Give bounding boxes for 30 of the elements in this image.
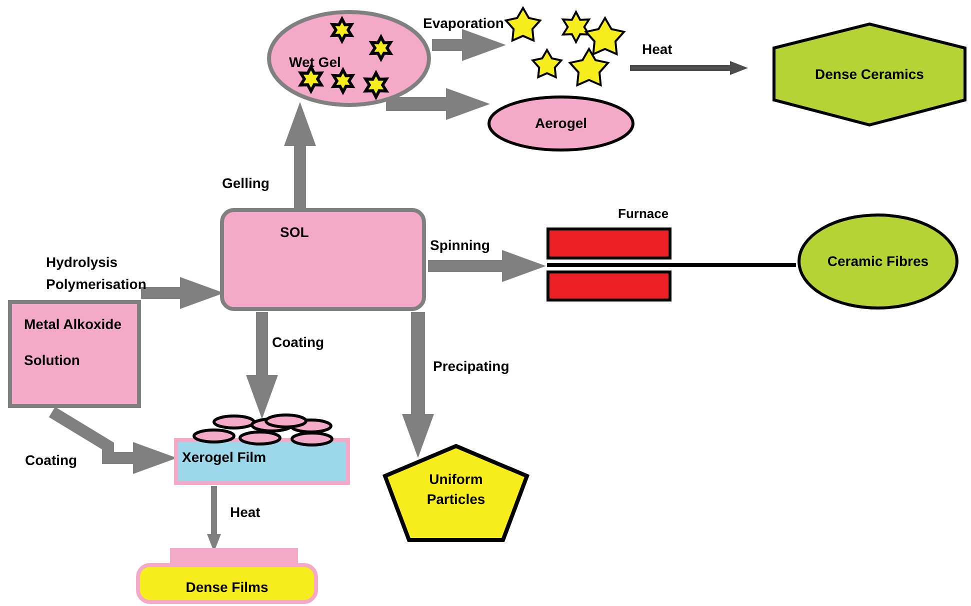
node-label: Uniform Particles [426, 470, 486, 509]
arrow [246, 312, 278, 419]
node-label: Aerogel [534, 114, 588, 133]
arrow [284, 102, 316, 208]
edge-label: Hydrolysis Polymerisation [46, 253, 148, 294]
edge-label: Precipating [433, 357, 510, 376]
node-label: Ceramic Fibres [827, 252, 929, 271]
node-text: Solution [24, 352, 80, 370]
node-label: Furnace [618, 206, 669, 222]
edge-label: Gelling [222, 174, 270, 193]
edge-label: Coating [272, 333, 324, 352]
arrow [630, 61, 748, 75]
process-box [220, 208, 426, 311]
edge-label: Spinning [430, 236, 490, 255]
arrow [386, 88, 490, 120]
arrow [402, 312, 434, 458]
node-label: Dense Ceramics [815, 65, 924, 84]
node-label: Wet Gel [289, 54, 341, 72]
process-box [8, 300, 141, 408]
node-label: Xerogel Film [182, 449, 266, 466]
edge-label: Heat [230, 503, 260, 522]
node-label: Dense Films [186, 578, 268, 597]
fibre-line [547, 263, 796, 267]
edge-label: Coating [25, 451, 78, 470]
node-title: Metal Alkoxide [24, 316, 122, 334]
edge-label: Heat [642, 40, 672, 59]
edge-label: Evaporation [423, 14, 504, 33]
arrow [432, 29, 506, 61]
arrow [428, 250, 546, 282]
node-title: SOL [280, 224, 309, 242]
